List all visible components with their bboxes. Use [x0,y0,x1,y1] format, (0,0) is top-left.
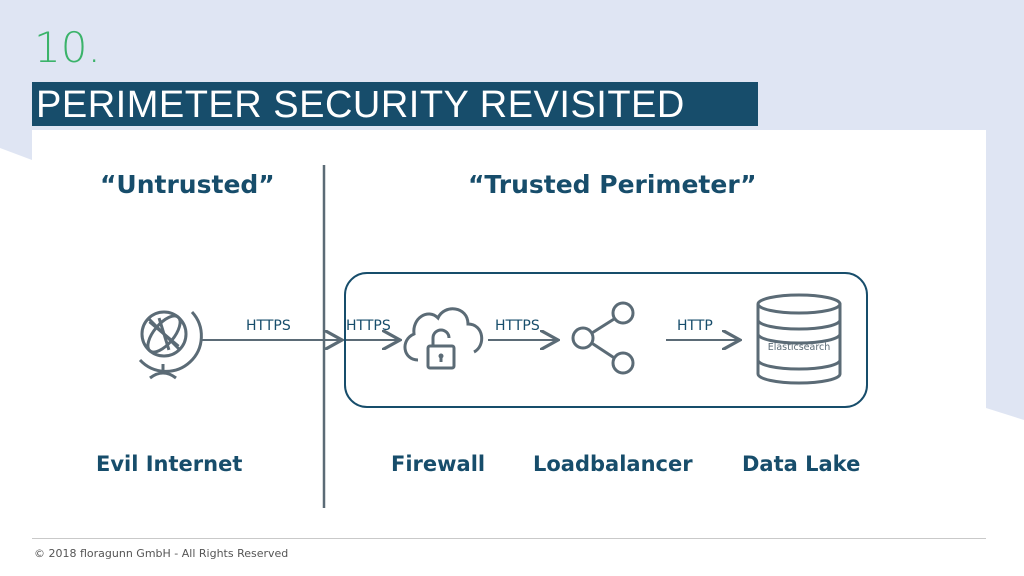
title-bar [32,82,758,126]
slide-number: 10. [34,23,101,72]
share-icon [571,301,635,375]
node-label-datalake: Data Lake [742,452,861,476]
untrusted-zone-label: “Untrusted” [100,170,275,199]
conn-label-lb-datalake: HTTP [677,318,713,334]
globe-icon [138,310,203,380]
conn-label-firewall-in: HTTPS [346,318,391,334]
conn-label-internet: HTTPS [246,318,291,334]
trusted-perimeter-box [344,272,868,408]
slide-title: PERIMETER SECURITY REVISITED [36,84,685,126]
database-inner-label: Elasticsearch [768,342,831,353]
node-label-firewall: Firewall [391,452,486,476]
footer-copyright: © 2018 floragunn GmbH - All Rights Reser… [34,547,289,560]
footer-divider [32,538,986,539]
cloud-lock-icon [403,307,484,370]
database-icon [756,293,842,385]
conn-label-firewall-lb: HTTPS [495,318,540,334]
node-label-internet: Evil Internet [96,452,243,476]
trusted-zone-label: “Trusted Perimeter” [468,170,757,199]
node-label-loadbalancer: Loadbalancer [533,452,693,476]
